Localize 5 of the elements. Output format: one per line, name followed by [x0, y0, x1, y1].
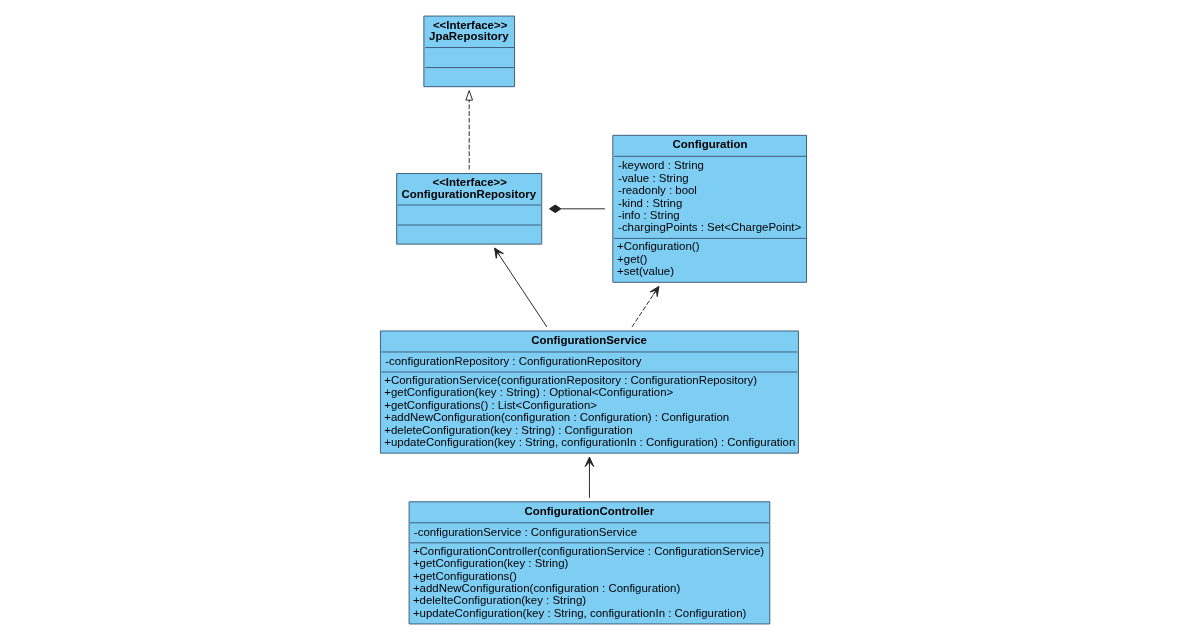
arrow	[493, 247, 547, 328]
arrow	[631, 285, 659, 328]
arrow	[464, 90, 473, 170]
arrow	[584, 456, 594, 499]
connector	[548, 204, 605, 214]
